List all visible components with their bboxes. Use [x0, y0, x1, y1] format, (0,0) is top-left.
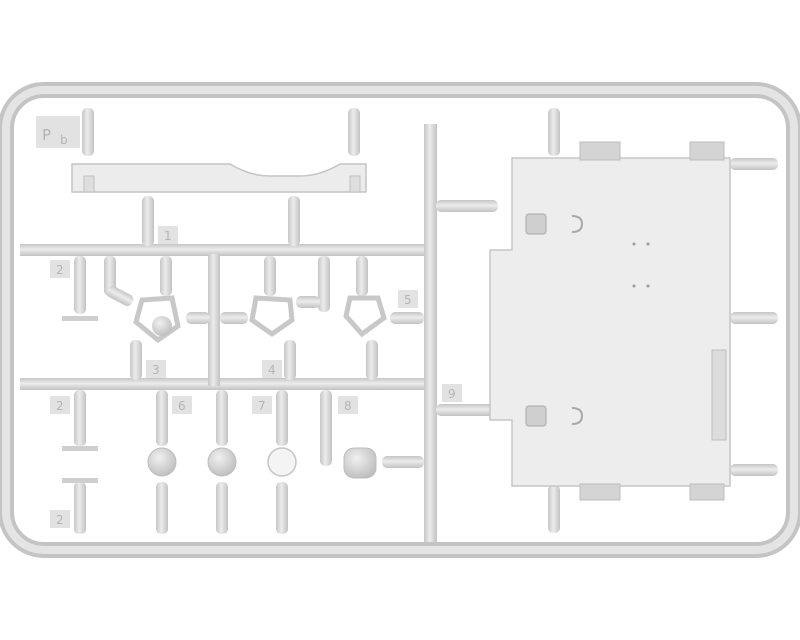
runners-vertical	[208, 124, 437, 542]
sprue-letter-b: b	[60, 133, 68, 147]
round-parts	[147, 447, 377, 479]
part-number-5: 5	[404, 293, 412, 307]
part-number-9: 9	[448, 387, 456, 401]
sprue-letter-p: P	[42, 126, 51, 144]
part-number-2-middle: 2	[56, 399, 64, 413]
sprue-letter-tab: P b	[36, 116, 80, 148]
sprue-frame	[0, 82, 800, 558]
part-number-4: 4	[268, 363, 276, 377]
top-strip-part	[71, 163, 367, 193]
side-gates	[186, 158, 778, 476]
part-number-7: 7	[258, 399, 266, 413]
ring-parts	[133, 295, 387, 344]
part-number-6: 6	[178, 399, 186, 413]
part-number-8: 8	[344, 399, 352, 413]
part-number-2-top: 2	[56, 263, 64, 277]
part-number-3: 3	[152, 363, 160, 377]
angled-arm	[106, 285, 134, 307]
runners-horizontal	[20, 244, 430, 390]
t-bar-parts	[62, 316, 98, 483]
part-number-tags: 1 2 2 2 3 4 5 6 7 8 9	[50, 226, 462, 528]
part-number-1: 1	[164, 229, 172, 243]
gate-stubs	[74, 108, 560, 534]
knob-part	[152, 316, 172, 336]
large-plate-part	[489, 141, 731, 501]
part-number-2-bottom: 2	[56, 513, 64, 527]
